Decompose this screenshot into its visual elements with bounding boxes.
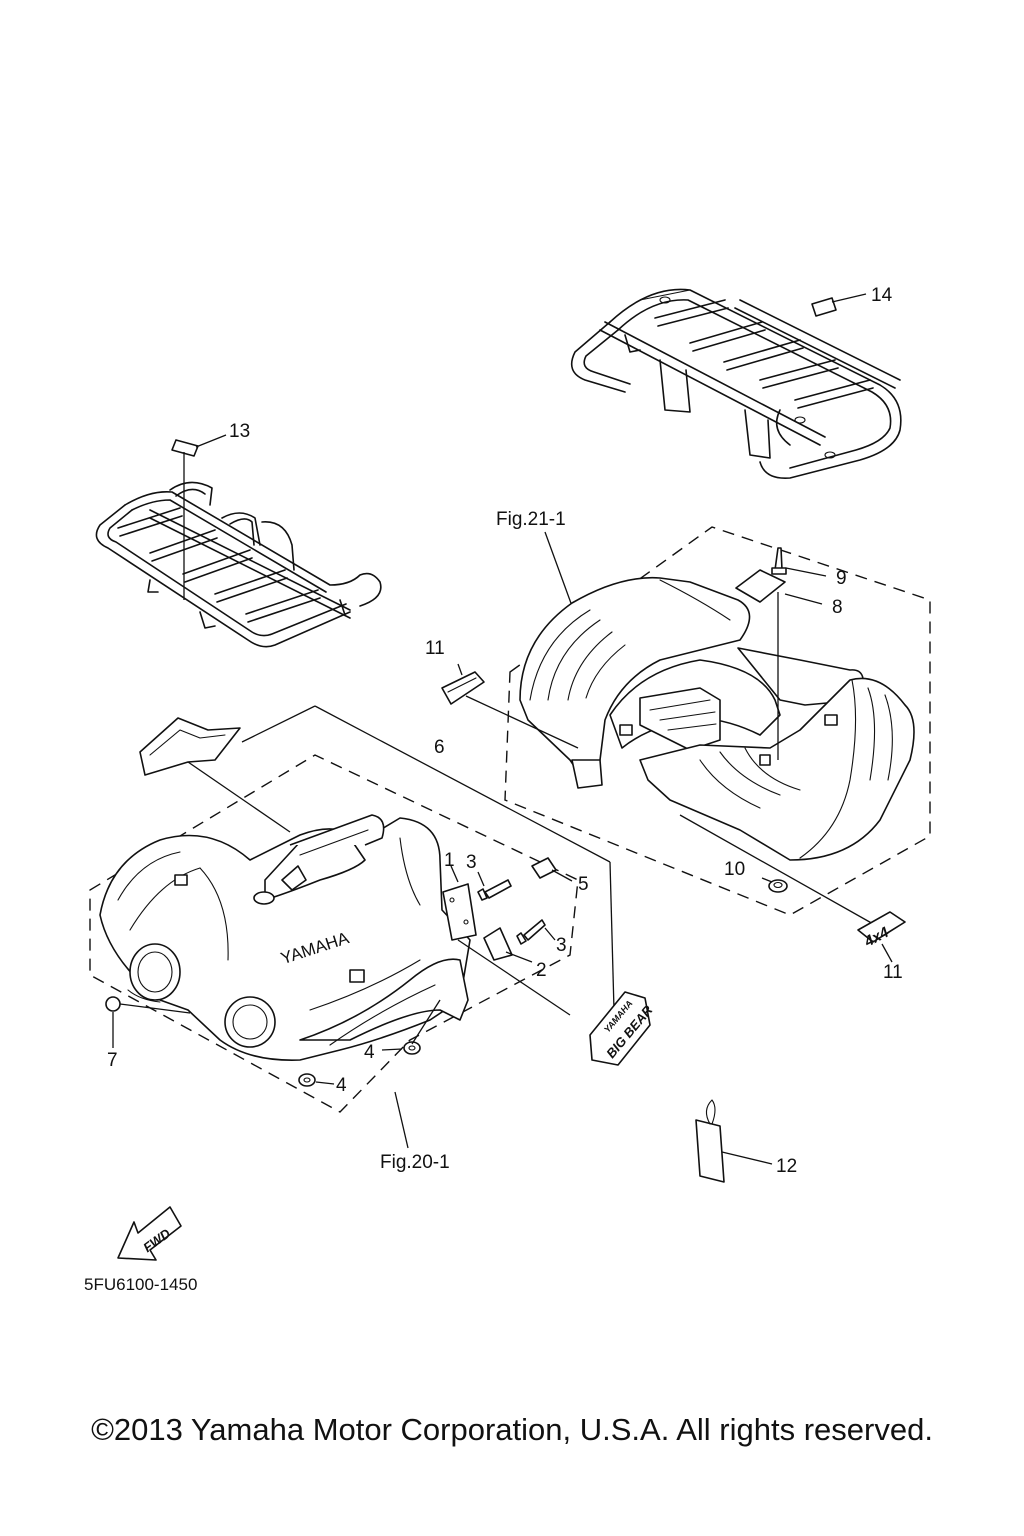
front-fender: YAMAHA [99,814,471,1061]
fig20-leader [394,1091,409,1149]
plate-2 [483,927,533,963]
callout-13: 13 [229,421,250,442]
label-decal-14 [811,293,867,317]
front-fender-assembly-outline [89,754,579,1113]
callout-1: 1 [444,850,455,871]
grommet-10 [679,814,876,926]
callout-8: 8 [832,597,843,618]
emblem-front-upper [139,717,291,833]
fig6-leader-c [609,861,615,1011]
rivet-3-upper [477,871,512,901]
callout-2: 2 [536,960,547,981]
callout-11-upper: 11 [425,638,445,659]
callout-11-lower: 11 [883,962,903,983]
fig-ref-rear-fender: Fig.21-1 [496,509,566,530]
mud-flap-plate-8 [735,569,823,760]
label-decal-5 [531,857,573,882]
rear-fender-assembly-outline [504,526,931,916]
callout-14: 14 [871,285,893,306]
diagram-code: 5FU6100-1450 [84,1275,197,1294]
fig6-leader [314,705,611,863]
emblem-11-upper [441,663,579,749]
callout-3-lower: 3 [556,935,567,956]
washer-4-lower [298,1073,335,1087]
fwd-arrow: FWD [117,1206,182,1261]
cap-7 [105,996,191,1048]
callout-4-upper: 4 [364,1042,375,1063]
tag-12 [695,1099,773,1183]
fig-ref-front-fender: Fig.20-1 [380,1152,450,1173]
fig21-leader [544,531,573,607]
callout-12: 12 [776,1156,797,1177]
copyright-notice: ©2013 Yamaha Motor Corporation, U.S.A. A… [91,1412,933,1447]
callout-5: 5 [578,874,589,895]
label-decal-13 [171,434,227,600]
fig6-leader-b [241,705,316,743]
callout-4-lower: 4 [336,1075,347,1096]
plate-1 [442,865,571,1016]
emblem-big-bear: YAMAHA BIG BEAR [589,991,656,1066]
washer-4-upper [381,999,441,1055]
front-carrier [95,481,382,648]
callout-6: 6 [434,737,445,758]
rear-carrier [570,288,902,479]
callout-7: 7 [107,1050,118,1071]
callout-3-upper: 3 [466,852,477,873]
rivet-3-lower [516,919,556,945]
callout-10: 10 [724,859,745,880]
rivet-9 [771,547,827,577]
rear-fender [519,576,915,861]
callout-9: 9 [836,568,847,589]
